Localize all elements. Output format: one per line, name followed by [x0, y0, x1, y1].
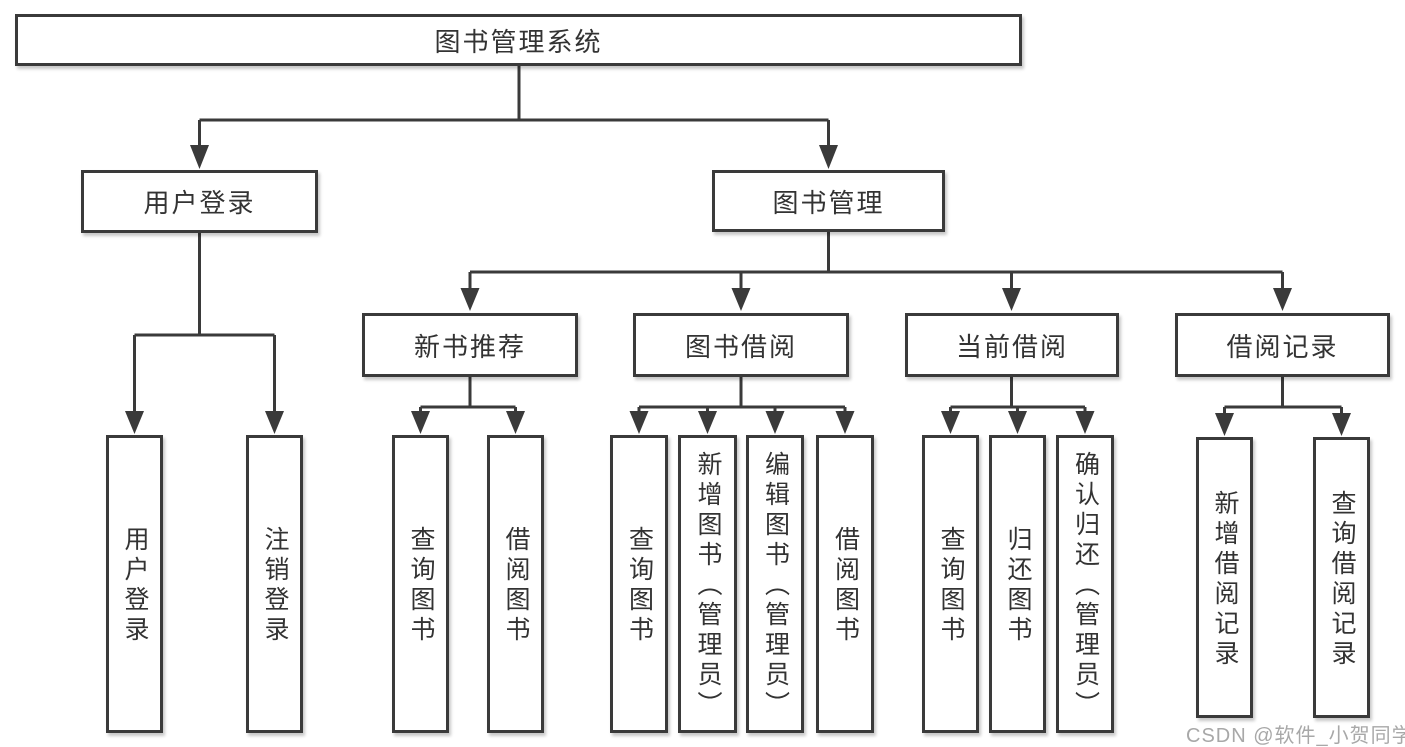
connector-user-login-children	[133, 233, 276, 411]
leaf-borrowing-query-books: 查询图书	[610, 435, 668, 733]
leaf-add-borrow-record: 新增借阅记录	[1196, 437, 1253, 718]
leaf-new-book-query-books: 查询图书	[392, 435, 449, 733]
csdn-watermark: CSDN @软件_小贺同学	[1186, 725, 1405, 747]
leaf-add-book-admin: 新增图书（管理员）	[678, 435, 737, 733]
connector-borrow-records-children	[1223, 377, 1343, 413]
leaf-query-borrow-record: 查询借阅记录	[1313, 437, 1370, 718]
arrowheads-user-login-children	[125, 411, 284, 434]
connector-book-borrowing-children	[637, 377, 847, 412]
leaf-confirm-return-admin: 确认归还（管理员）	[1056, 435, 1114, 733]
node-user-login: 用户登录	[81, 170, 318, 233]
leaf-return-books: 归还图书	[989, 435, 1046, 733]
node-current-borrowing: 当前借阅	[905, 313, 1119, 377]
node-book-management: 图书管理	[712, 170, 945, 232]
arrowheads-level3	[460, 288, 1292, 311]
node-borrow-records: 借阅记录	[1175, 313, 1390, 377]
node-book-borrowing: 图书借阅	[633, 313, 849, 377]
arrowheads-level2	[190, 145, 838, 169]
arrowheads-current-borrowing-children	[941, 411, 1095, 434]
leaf-new-book-borrow-books: 借阅图书	[487, 435, 544, 733]
leaf-current-query-books: 查询图书	[922, 435, 979, 733]
connector-book-management-children	[468, 232, 1284, 289]
arrowheads-new-book-children	[411, 411, 525, 434]
leaf-borrowing-borrow-books: 借阅图书	[816, 435, 874, 733]
leaf-user-login: 用户登录	[106, 435, 163, 733]
node-root-system: 图书管理系统	[15, 14, 1022, 66]
leaf-logout: 注销登录	[246, 435, 303, 733]
node-new-book-recommend: 新书推荐	[362, 313, 578, 377]
connector-root-to-level2	[198, 66, 830, 146]
arrowheads-borrow-records-children	[1215, 413, 1351, 436]
connector-current-borrowing-children	[949, 377, 1087, 412]
arrowheads-book-borrowing-children	[629, 411, 855, 434]
leaf-edit-book-admin: 编辑图书（管理员）	[746, 435, 804, 733]
connector-new-book-children	[419, 377, 517, 412]
